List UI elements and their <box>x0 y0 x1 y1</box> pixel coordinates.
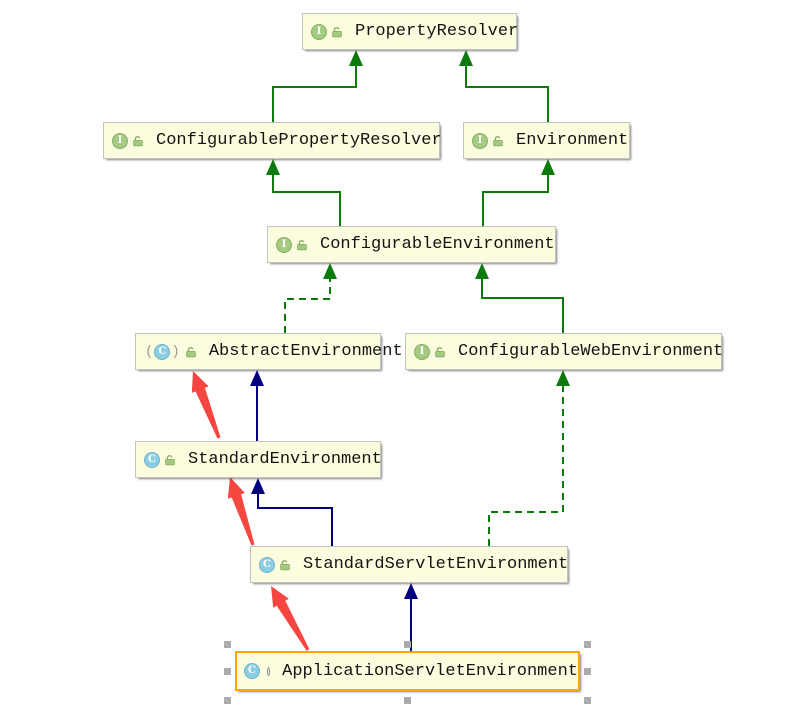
interface-icon: I <box>472 132 488 149</box>
public-lock-icon <box>331 26 343 38</box>
class-name: ConfigurableEnvironment <box>320 235 555 254</box>
class-name: ConfigurableWebEnvironment <box>458 342 724 361</box>
public-lock-icon <box>185 346 197 358</box>
edge-application-servlet-environment-extends-standard-servlet-environment <box>404 583 418 651</box>
selection-handle[interactable] <box>584 641 591 648</box>
public-lock-icon <box>279 559 291 571</box>
arrowhead <box>475 263 489 279</box>
public-lock-icon <box>296 239 308 251</box>
class-icon: C <box>259 556 275 573</box>
interface-icon: I <box>311 23 327 40</box>
class-name: AbstractEnvironment <box>208 342 403 361</box>
edge-standard-servlet-environment-implements-configurable-web-environment <box>488 370 570 546</box>
selection-handle[interactable] <box>224 667 231 675</box>
selection-handle[interactable] <box>584 697 591 704</box>
node-configurable-property-resolver[interactable]: I ConfigurablePropertyResolver <box>103 122 442 159</box>
public-lock-icon <box>492 135 504 147</box>
public-lock-icon <box>164 454 176 466</box>
class-name: StandardServletEnvironment <box>303 555 569 574</box>
selection-handle[interactable] <box>404 641 411 648</box>
selection-handle[interactable] <box>224 641 231 648</box>
node-abstract-environment[interactable]: (C) AbstractEnvironment <box>135 333 403 370</box>
edge-configurable-web-environment-extends-configurable-environment <box>475 263 564 333</box>
arrowhead <box>541 159 555 175</box>
class-name: ConfigurablePropertyResolver <box>156 131 442 150</box>
edge-environment-extends-property-resolver <box>459 50 549 122</box>
node-application-servlet-environment[interactable]: C ApplicationServletEnvironment <box>235 651 580 691</box>
abstract-marker: ( <box>145 343 154 360</box>
selection-handle[interactable] <box>224 697 231 704</box>
edge-standard-environment-extends-abstract-environment <box>250 370 264 441</box>
class-icon: C <box>244 663 260 679</box>
public-lock-icon <box>132 135 144 147</box>
edge-configurable-environment-extends-environment <box>482 159 555 226</box>
arrowhead <box>349 50 363 66</box>
selection-handle[interactable] <box>584 667 591 675</box>
node-configurable-web-environment[interactable]: I ConfigurableWebEnvironment <box>405 333 724 370</box>
node-standard-servlet-environment[interactable]: C StandardServletEnvironment <box>250 546 568 583</box>
interface-icon: I <box>414 343 430 360</box>
node-standard-environment[interactable]: C StandardEnvironment <box>135 441 382 478</box>
abstract-marker: ) <box>171 343 180 360</box>
node-property-resolver[interactable]: I PropertyResolver <box>302 13 519 50</box>
arrowhead <box>459 50 473 66</box>
edge-configurable-environment-extends-configurable-property-resolver <box>266 159 341 226</box>
edge-configurable-property-resolver-extends-property-resolver <box>272 50 363 122</box>
annotation-arrow-application-to-servlet <box>271 586 310 651</box>
arrowhead <box>323 263 337 279</box>
edge-standard-servlet-environment-extends-standard-environment <box>251 478 333 546</box>
class-icon: C <box>154 343 171 360</box>
arrowhead <box>404 583 418 599</box>
arrowhead <box>251 478 265 494</box>
arrowhead <box>266 159 280 175</box>
public-lock-icon <box>434 346 446 358</box>
node-configurable-environment[interactable]: I ConfigurableEnvironment <box>267 226 556 263</box>
annotation-arrow-servlet-to-standard <box>227 477 255 546</box>
class-name: ApplicationServletEnvironment <box>282 661 578 681</box>
class-name: PropertyResolver <box>355 22 519 41</box>
class-name: Environment <box>516 131 629 150</box>
package-private-icon <box>267 666 271 676</box>
selection-handle[interactable] <box>404 697 411 704</box>
node-environment[interactable]: I Environment <box>463 122 630 159</box>
arrowhead <box>250 370 264 386</box>
arrowhead <box>556 370 570 386</box>
edge-abstract-environment-implements-configurable-environment <box>284 263 337 333</box>
class-name: StandardEnvironment <box>188 450 382 469</box>
interface-icon: I <box>112 132 128 149</box>
class-icon: C <box>144 451 160 468</box>
interface-icon: I <box>276 236 292 253</box>
annotation-arrow-standard-to-abstract <box>191 371 221 439</box>
